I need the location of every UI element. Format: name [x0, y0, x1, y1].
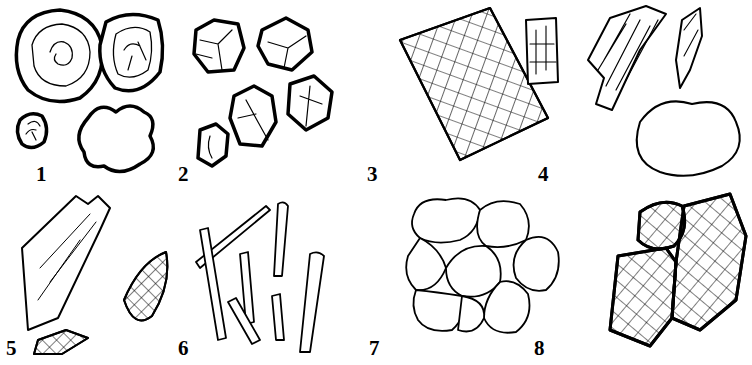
callout-number: 6 [178, 338, 189, 359]
callout-number: 1 [36, 164, 47, 185]
zoned-grains [16, 10, 162, 172]
callout-number: 3 [367, 164, 378, 185]
prism-and-hatched-grains [22, 196, 167, 354]
callout-number: 8 [534, 338, 545, 359]
acicular-rods [196, 202, 324, 352]
fibrous-shards [588, 6, 740, 176]
cleaved-prisms [400, 8, 558, 160]
callout-number: 4 [538, 164, 549, 185]
angular-grains [194, 18, 332, 166]
callout-number: 7 [369, 338, 380, 359]
callout-number: 2 [178, 164, 189, 185]
callout-number: 5 [6, 338, 17, 359]
granular-mosaic [406, 198, 559, 332]
hatched-grains [610, 194, 746, 346]
